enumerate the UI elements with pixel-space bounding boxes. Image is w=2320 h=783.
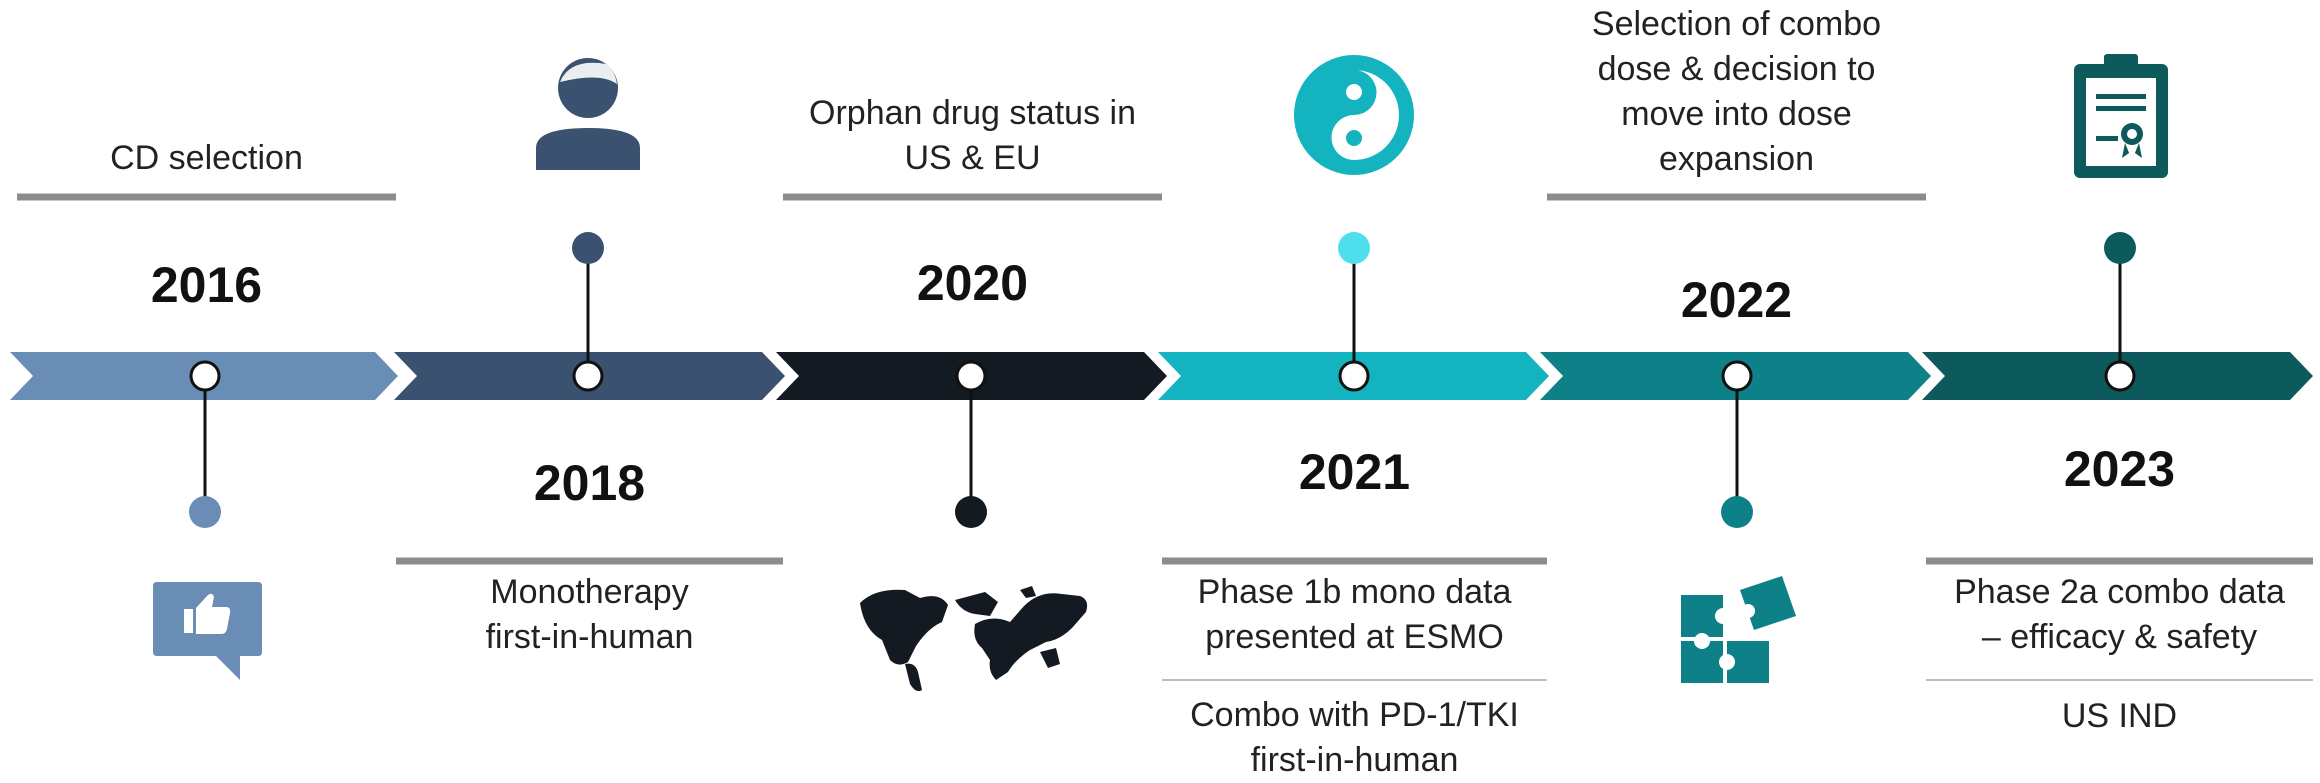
milestone-2016-year: 2016 [150, 257, 263, 313]
terminal-dot-2021 [1338, 232, 1370, 264]
milestone-2020-text-line-1: Orphan drug status in [809, 94, 1136, 132]
milestone-2022-text-line-4: expansion [1658, 140, 1814, 178]
milestone-2022-text-line-2: dose & decision to [1597, 50, 1876, 88]
thumbs-up-icon [153, 582, 262, 680]
world-map-icon [860, 586, 1088, 692]
terminal-dot-2018 [572, 232, 604, 264]
milestone-2023-text-a-line-1: Phase 2a combo data [1954, 573, 2285, 611]
milestone-2021-text-a-line-2: presented at ESMO [1205, 618, 1504, 656]
band-node-2023 [2104, 360, 2136, 392]
milestone-2021-text-b-line-1: Combo with PD-1/TKI [1190, 696, 1519, 734]
person-icon [536, 58, 640, 170]
certificate-icon [2074, 54, 2168, 178]
terminal-dot-2020 [955, 496, 987, 528]
milestone-2020-text-line-2: US & EU [904, 139, 1041, 177]
milestone-2022-year: 2022 [1680, 272, 1793, 328]
band-node-2016 [189, 360, 221, 392]
milestone-2021-text-a-line-1: Phase 1b mono data [1197, 573, 1512, 611]
milestone-2021-year: 2021 [1298, 444, 1411, 500]
milestone-2018-year: 2018 [533, 455, 646, 511]
milestone-2020-year: 2020 [916, 255, 1029, 311]
band-node-2018 [572, 360, 604, 392]
yin-yang-icon [1294, 55, 1414, 175]
milestone-2022-text-line-3: move into dose [1621, 95, 1852, 133]
milestone-2023-text-a-line-2: – efficacy & safety [1981, 618, 2258, 656]
milestone-2022-text-line-1: Selection of combo [1591, 5, 1882, 43]
terminal-dot-2016 [189, 496, 221, 528]
milestone-2023-year: 2023 [2063, 441, 2176, 497]
band-node-2022 [1721, 360, 1753, 392]
milestone-2018-text-line-1: Monotherapy [490, 573, 689, 611]
milestone-2016-text: CD selection [110, 139, 303, 177]
milestone-2021-text-b-line-2: first-in-human [1250, 741, 1459, 779]
band-node-2020 [955, 360, 987, 392]
milestone-2018-text-line-2: first-in-human [485, 618, 694, 656]
terminal-dot-2023 [2104, 232, 2136, 264]
milestone-2023-text-b: US IND [2061, 697, 2178, 735]
band-node-2021 [1338, 360, 1370, 392]
puzzle-icon [1681, 576, 1796, 683]
terminal-dot-2022 [1721, 496, 1753, 528]
